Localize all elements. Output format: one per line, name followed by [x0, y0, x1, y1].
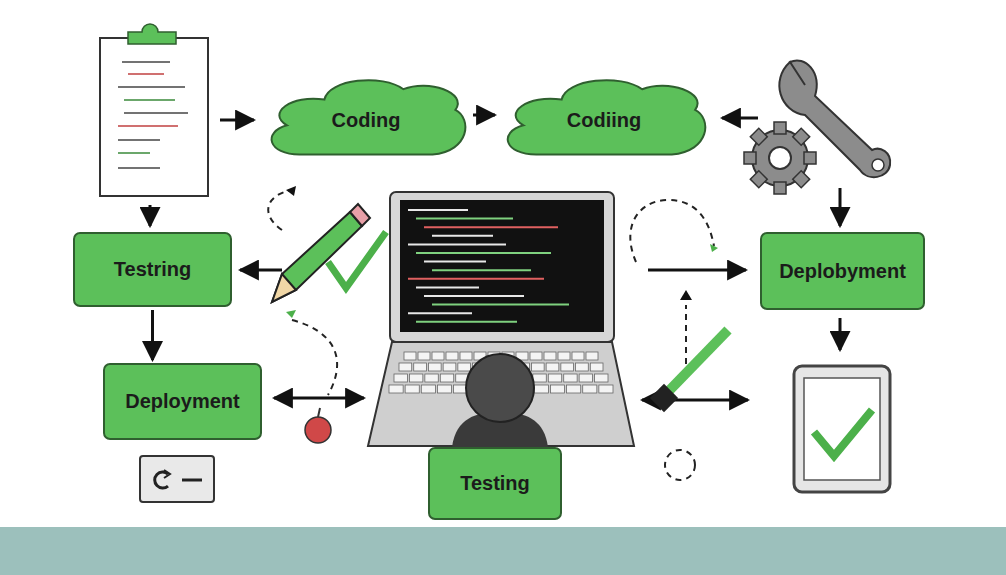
laptop — [368, 192, 634, 446]
person — [452, 354, 548, 447]
marker-pen — [650, 330, 728, 412]
wrench-gear — [744, 60, 890, 194]
pencil-icon — [272, 204, 386, 302]
dashed-paths — [268, 190, 714, 480]
process-cloud: Codiing — [498, 72, 710, 158]
process-box: Deployment — [103, 363, 262, 440]
process-box: Testing — [428, 447, 562, 520]
document-icon — [100, 24, 208, 196]
sync-icon — [140, 456, 214, 502]
process-box: Deplobyment — [760, 232, 925, 310]
node-label: Deployment — [125, 390, 239, 413]
footer-band — [0, 527, 1006, 575]
node-label: Deplobyment — [779, 260, 906, 283]
process-box: Testring — [73, 232, 232, 307]
node-label: Testing — [460, 472, 530, 495]
flow-arrow — [151, 310, 154, 360]
node-label: Coding — [332, 109, 401, 132]
node-label: Testring — [114, 258, 191, 281]
tablet-icon — [794, 366, 890, 492]
process-cloud: Coding — [262, 72, 470, 158]
apple-icon — [305, 417, 331, 443]
flow-arrow — [473, 114, 495, 117]
node-label: Codiing — [567, 109, 641, 132]
